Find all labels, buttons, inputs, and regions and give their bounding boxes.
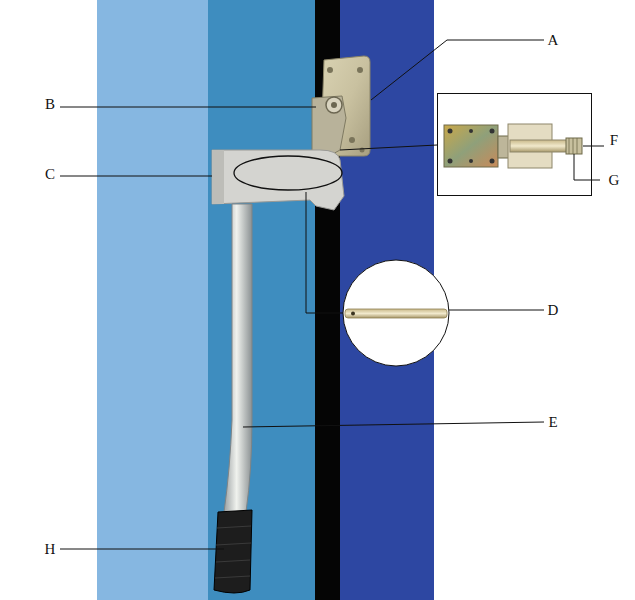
callout-letter: H bbox=[45, 542, 56, 557]
callout-letter: B bbox=[45, 97, 55, 112]
callout-letter: F bbox=[610, 133, 618, 148]
callout-letter: G bbox=[609, 173, 620, 188]
leader-line bbox=[340, 145, 437, 150]
callout-letter: C bbox=[45, 167, 55, 182]
callout-letter: A bbox=[548, 33, 559, 48]
callout-letter: D bbox=[548, 303, 559, 318]
rod bbox=[345, 309, 447, 318]
handle-housing bbox=[212, 150, 344, 210]
latch-bolt bbox=[510, 140, 568, 152]
leader-lines bbox=[60, 40, 604, 549]
door-panel bbox=[208, 0, 316, 600]
callout-letter: E bbox=[548, 415, 557, 430]
housing-end bbox=[212, 150, 224, 204]
highlight-oval bbox=[234, 156, 342, 190]
inset-frame bbox=[438, 94, 592, 196]
door-panel bbox=[97, 0, 209, 600]
rubber-grip bbox=[214, 510, 252, 593]
lever bbox=[224, 204, 252, 512]
detail-circle bbox=[343, 260, 449, 366]
latch-plate bbox=[444, 125, 498, 167]
